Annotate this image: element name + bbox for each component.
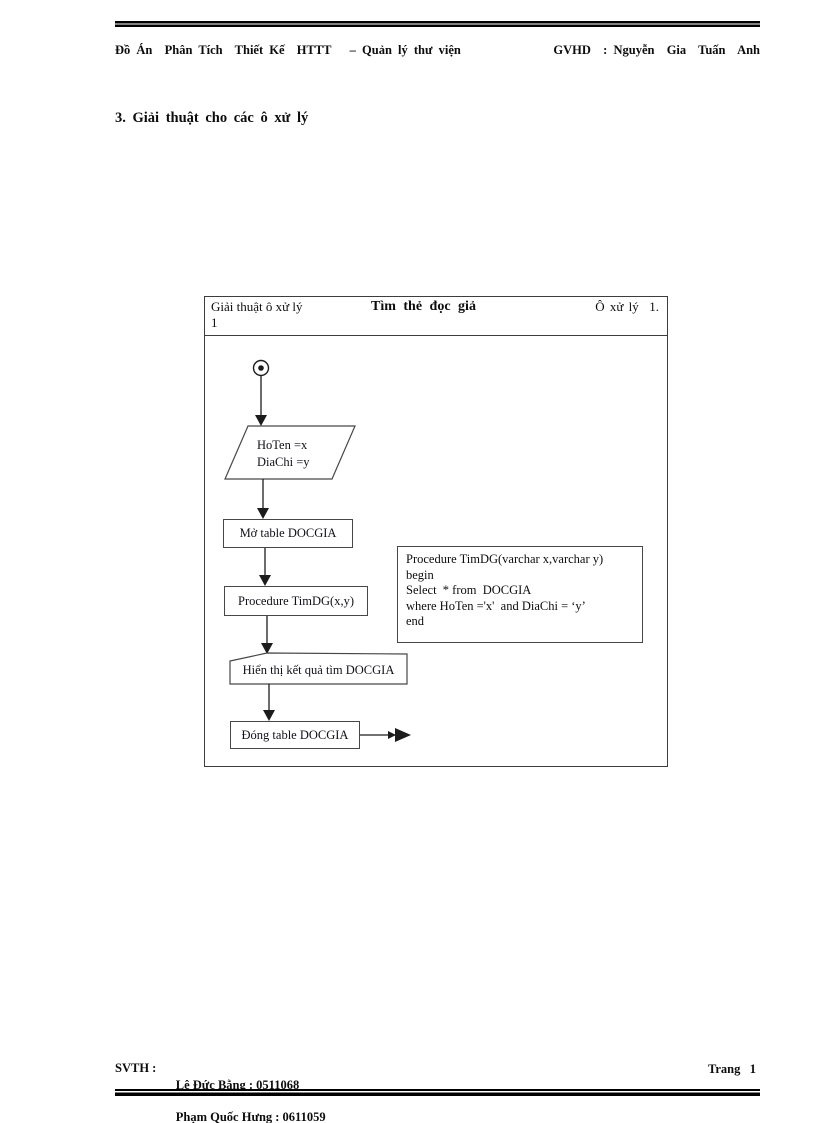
flowchart-frame: Giải thuật ô xử lý 1 Tìm thẻ đọc giả Ô x… xyxy=(204,296,668,767)
display-result-node: Hiển thị kết quả tìm DOCGIA xyxy=(242,663,395,677)
input-parallelogram xyxy=(224,425,356,480)
code-line: Select * from DOCGIA xyxy=(406,583,532,597)
end-arrow-icon xyxy=(360,728,411,742)
flowchart-title-left: Giải thuật ô xử lý 1 xyxy=(211,299,349,335)
input-line2: DiaChi =y xyxy=(257,455,310,469)
open-table-node: Mở table DOCGIA xyxy=(223,519,353,548)
arrow-input-to-open xyxy=(257,479,269,519)
author-2: Phạm Quốc Hưng : 0611059 xyxy=(175,1110,326,1123)
svth-label: SVTH : xyxy=(115,1061,157,1075)
arrow-start-to-input xyxy=(255,376,267,426)
arrow-display-to-close xyxy=(263,684,275,721)
start-circle-icon xyxy=(252,359,270,377)
input-line1: HoTen =x xyxy=(257,438,308,452)
code-line: begin xyxy=(406,567,434,582)
header-title: Đồ Án Phân Tích Thiết Kế HTTT – Quản lý … xyxy=(115,43,461,57)
header-advisor: GVHD : Nguyễn Gia Tuấn Anh xyxy=(553,43,760,57)
code-line: where HoTen ='x' and DiaChi = ‘y’ xyxy=(406,598,586,613)
section-heading: 3. Giải thuật cho các ô xử lý xyxy=(115,110,309,126)
flowchart-title-center: Tìm thẻ đọc giả xyxy=(371,299,476,314)
display-shape xyxy=(229,652,408,685)
author-1: Lê Đức Bằng : 0511068 xyxy=(175,1078,300,1092)
flowchart-title-right: Ô xử lý 1. xyxy=(595,299,659,314)
footer-authors: SVTH : Lê Đức Bằng : 0511068 Phạm Quốc H… xyxy=(115,1061,326,1123)
title-left-line2: 1 xyxy=(211,315,218,330)
close-table-node: Đóng table DOCGIA xyxy=(230,721,360,749)
code-line: Procedure TimDG(varchar x,varchar y) xyxy=(406,552,604,566)
arrow-procedure-to-display xyxy=(261,616,273,654)
title-left-line1: Giải thuật ô xử lý xyxy=(211,299,303,314)
procedure-code-box: Procedure TimDG(varchar x,varchar y) beg… xyxy=(397,546,643,643)
input-node-text: HoTen =x DiaChi =y xyxy=(257,437,310,471)
page-number: Trang 1 xyxy=(707,1062,756,1076)
author-names: Lê Đức Bằng : 0511068 Phạm Quốc Hưng : 0… xyxy=(157,1061,326,1123)
procedure-call-node: Procedure TimDG(x,y) xyxy=(224,586,368,616)
code-line: end xyxy=(406,614,425,628)
flowchart-title-row: Giải thuật ô xử lý 1 Tìm thẻ đọc giả Ô x… xyxy=(205,297,667,336)
top-rule xyxy=(115,21,760,27)
arrow-open-to-procedure xyxy=(259,548,271,586)
flowchart-canvas: HoTen =x DiaChi =y Mở table DOCGIA Proce… xyxy=(205,336,667,766)
bottom-rule xyxy=(115,1089,760,1096)
flowchart-shapes xyxy=(224,359,411,742)
